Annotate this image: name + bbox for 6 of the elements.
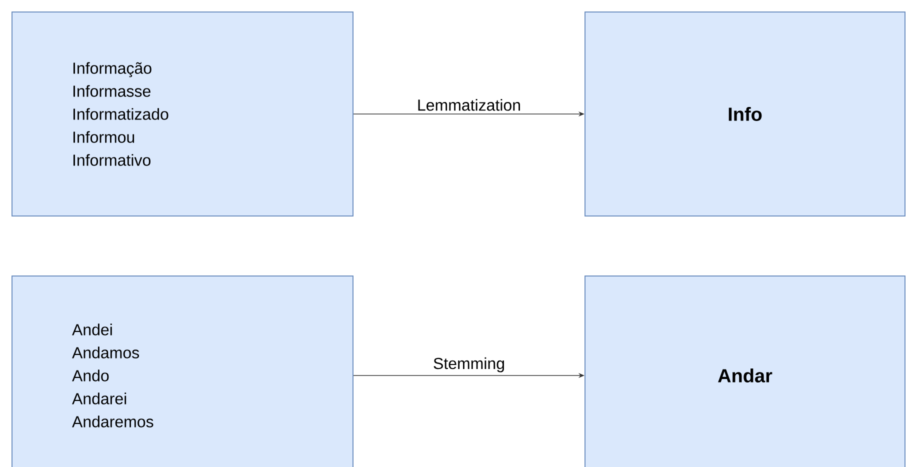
text-box: Andei Andamos Ando Andarei Andaremos	[12, 276, 354, 467]
text-box: Andar	[584, 276, 906, 467]
edge-label: Lemmatization	[418, 99, 520, 111]
edge-label: Stemming	[434, 357, 504, 372]
text-box: Info	[584, 12, 906, 216]
text-box: Informação Informasse Informatizado Informou Informativo	[12, 12, 354, 216]
